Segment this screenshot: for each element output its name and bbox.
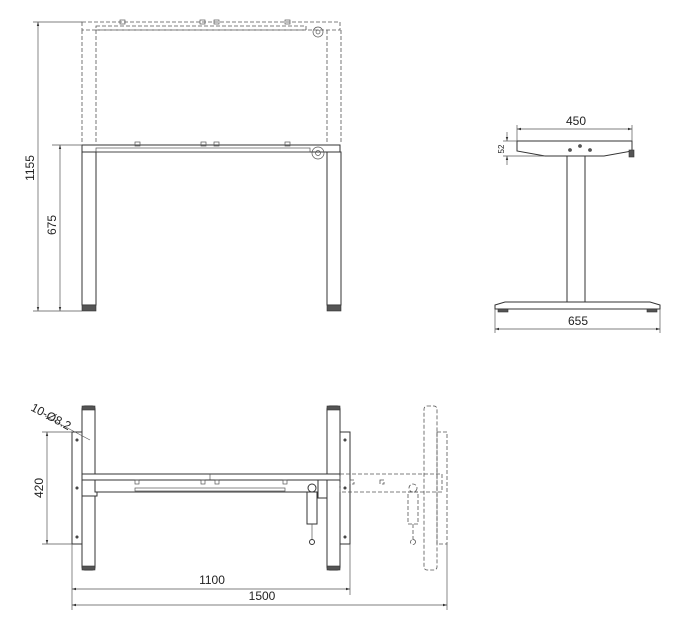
max-width-label: 1500	[249, 589, 276, 603]
top-thickness-label: 52	[497, 144, 506, 153]
top-width-label: 450	[566, 114, 586, 128]
top-bracket	[516, 140, 633, 157]
right-foot-cap	[326, 304, 342, 312]
hole-spec-leader	[44, 415, 91, 441]
height-min-label: 675	[45, 215, 59, 235]
side-column	[566, 155, 586, 303]
side-foot	[494, 301, 661, 310]
top-view: 10-Ø8.2 420 1100 1500	[29, 400, 448, 610]
left-column	[81, 151, 97, 306]
crossbar-frame	[81, 144, 341, 153]
left-foot-cap	[81, 304, 97, 312]
extended-motor-outline	[407, 491, 419, 525]
extended-crossbar-frame	[81, 21, 341, 31]
extended-crossbar-outline	[339, 473, 443, 493]
motor-body	[306, 491, 318, 525]
motor-icon-lowered	[311, 146, 325, 160]
motor-icon	[312, 26, 324, 38]
top-crossbar	[81, 473, 341, 481]
extended-foot-outline	[423, 405, 438, 571]
front-view: 1155 675	[23, 19, 342, 312]
extended-plate-outline	[436, 431, 448, 545]
right-foot	[326, 405, 341, 571]
hole-spec-label: 10-Ø8.2	[29, 400, 74, 433]
min-width-label: 1100	[199, 573, 225, 587]
height-max-label: 1155	[23, 155, 37, 181]
side-view: 450 52 655	[494, 114, 661, 333]
foot-length-label: 655	[568, 314, 588, 328]
foot-depth-label: 420	[32, 478, 46, 498]
right-column	[326, 151, 342, 306]
